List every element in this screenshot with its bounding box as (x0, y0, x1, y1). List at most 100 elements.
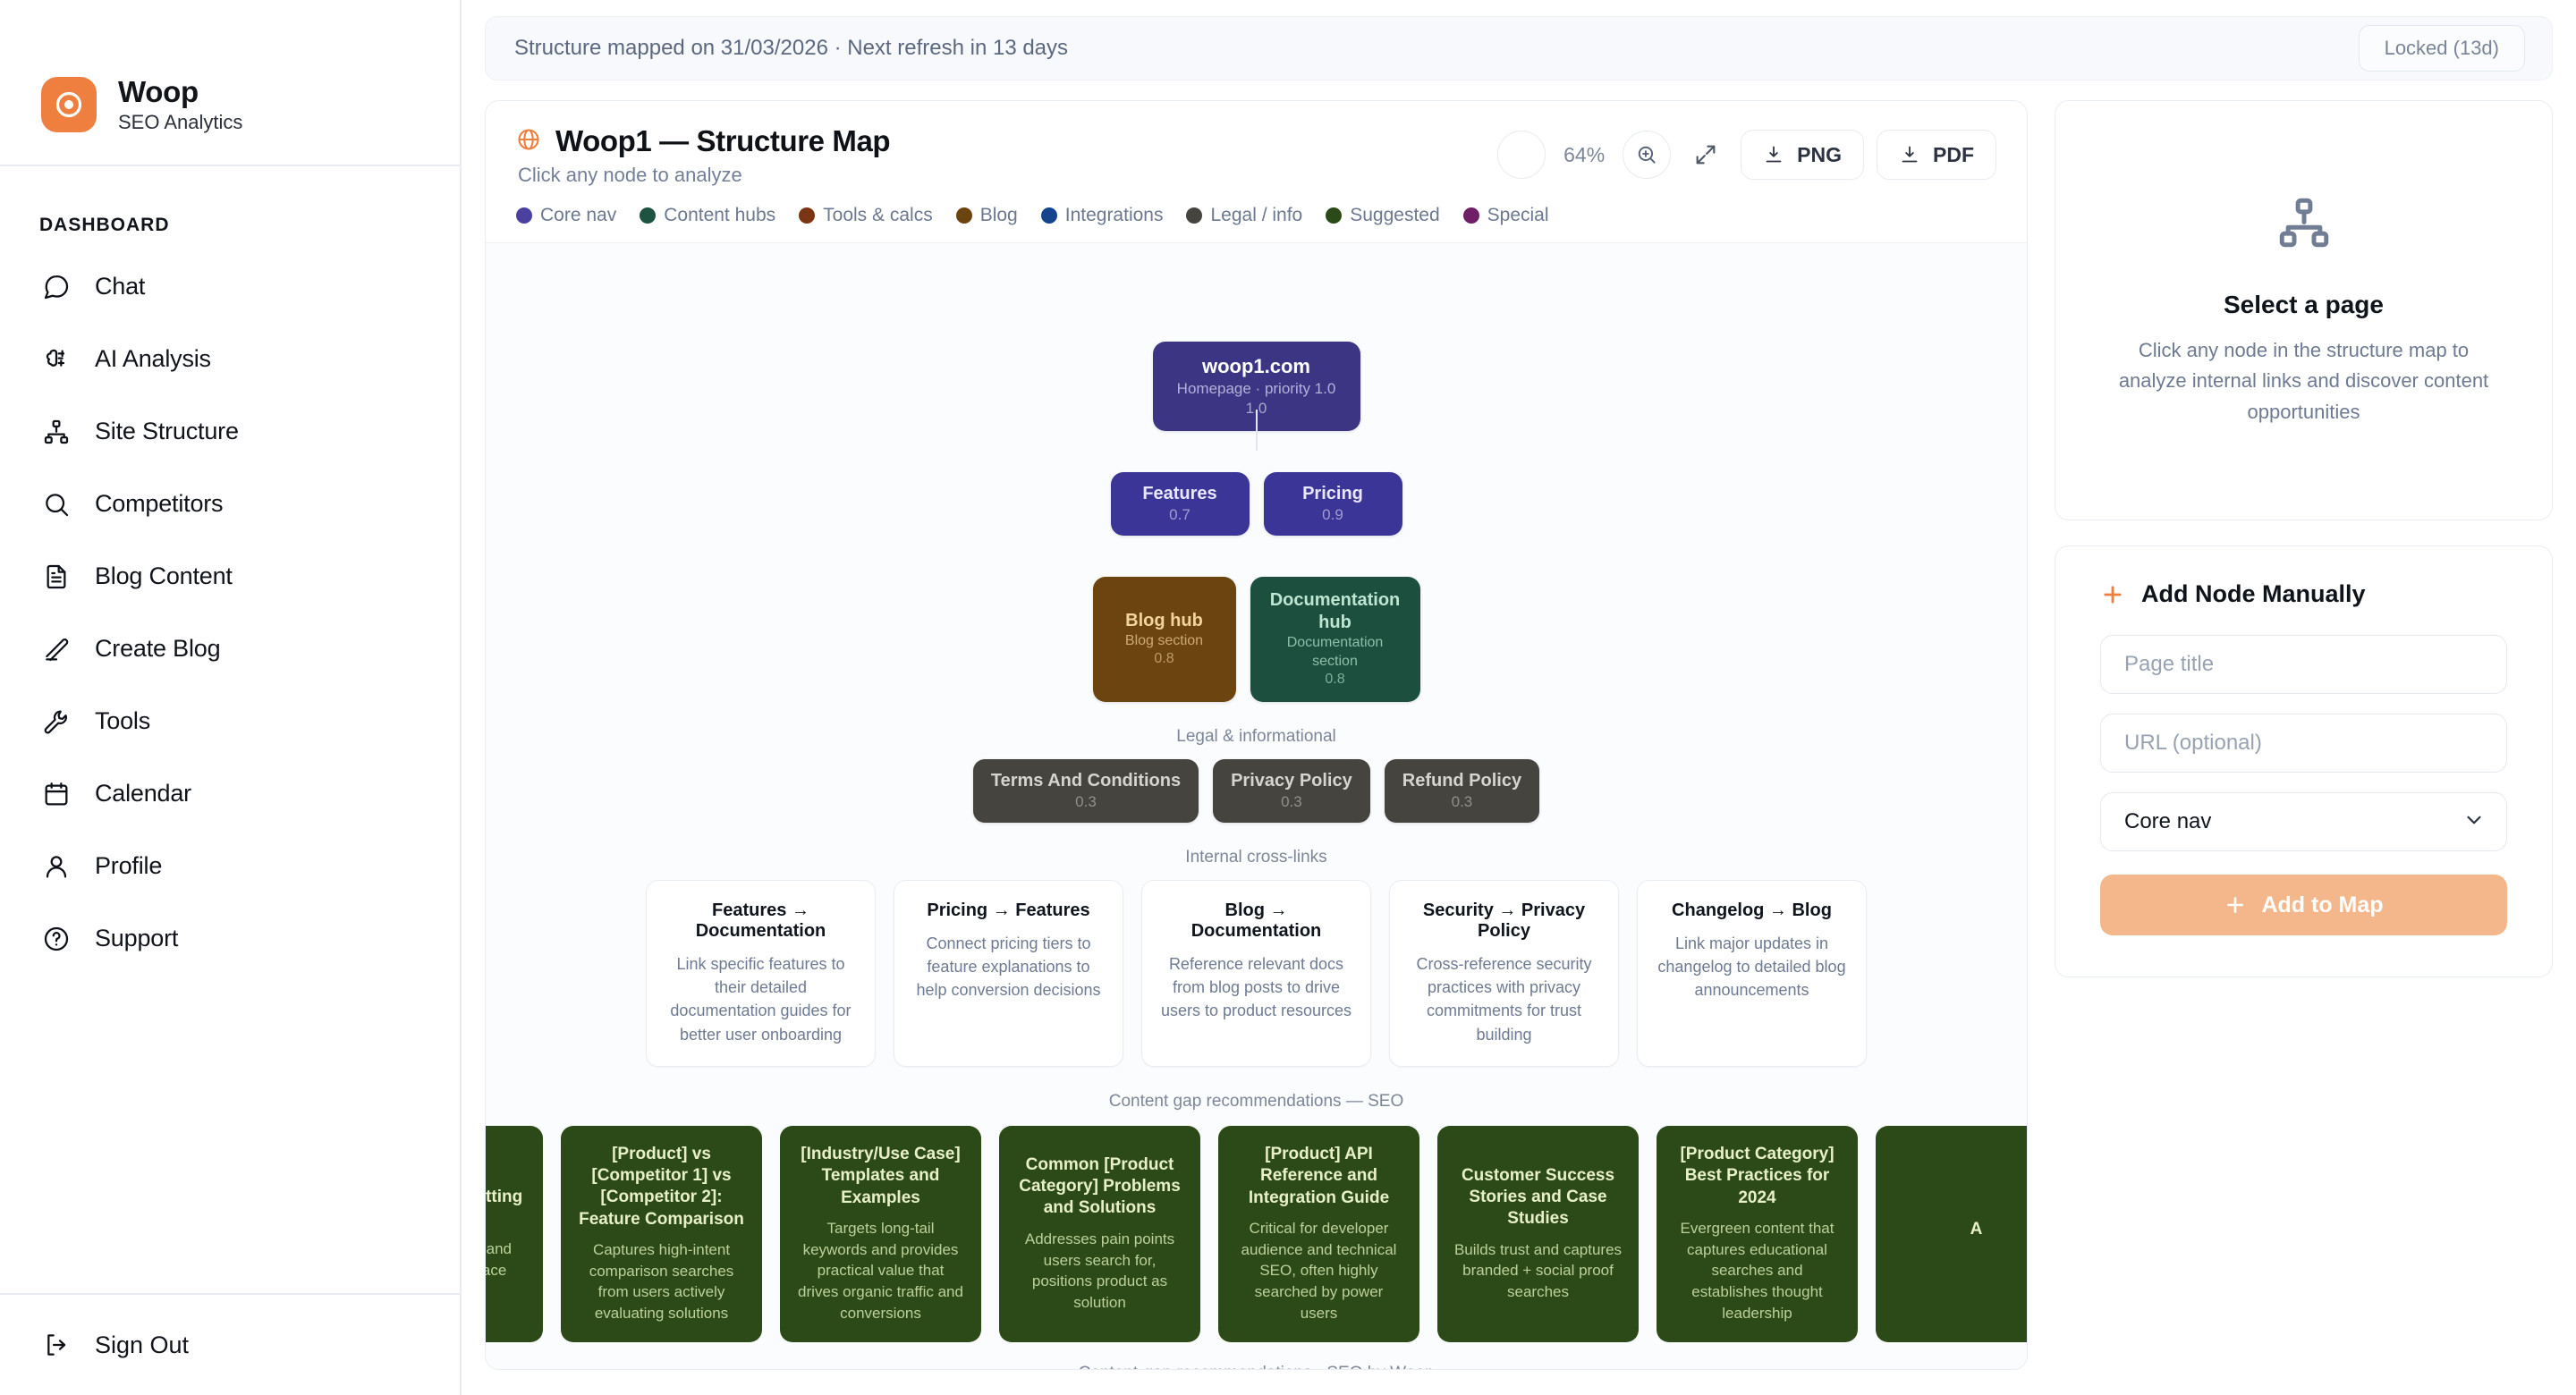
gap-title: A (1970, 1219, 1983, 1239)
sidebar-item-label: Tools (95, 707, 151, 734)
sidebar-item-profile[interactable]: Profile (0, 830, 460, 902)
node-refund-policy[interactable]: Refund Policy 0.3 (1384, 759, 1540, 824)
expand-icon[interactable] (1683, 132, 1728, 177)
content-gap-card[interactable]: Customer Success Stories and Case Studie… (1437, 1125, 1639, 1343)
sidebar-item-tools[interactable]: Tools (0, 685, 460, 757)
sidebar-item-create-blog[interactable]: Create Blog (0, 613, 460, 685)
right-panel: Select a page Click any node in the stru… (2055, 100, 2553, 1395)
zoom-out-icon[interactable] (1497, 131, 1546, 179)
gap-title: to [Product] Getting Started (486, 1187, 523, 1206)
content-gap-card[interactable]: A (1876, 1125, 2027, 1343)
user-icon (41, 851, 72, 882)
map-controls: 64% PNG (1497, 124, 1996, 180)
node-terms-and-conditions[interactable]: Terms And Conditions 0.3 (972, 759, 1199, 824)
logout-icon (41, 1330, 72, 1360)
sidebar-item-competitors[interactable]: Competitors (0, 468, 460, 540)
crosslink-title: Security → Privacy Policy (1422, 900, 1586, 942)
sidebar-item-support[interactable]: Support (0, 902, 460, 975)
url-input[interactable] (2100, 714, 2507, 773)
content-gap-card[interactable]: [Industry/Use Case] Templates and Exampl… (780, 1125, 981, 1343)
legend-label: Integrations (1064, 205, 1164, 225)
brand-subtitle: SEO Analytics (118, 111, 243, 133)
node-score: 0.3 (1075, 793, 1097, 811)
legend-dot-icon (1186, 207, 1203, 224)
node-pricing[interactable]: Pricing 0.9 (1263, 471, 1402, 536)
legend-label: Blog (979, 205, 1018, 225)
node-documentation-hub[interactable]: Documentation hub Documentation section … (1250, 576, 1420, 703)
crosslink-card[interactable]: Changelog → Blog Link major updates in c… (1637, 880, 1867, 1067)
crosslink-card[interactable]: Features → Documentation Link specific f… (646, 880, 876, 1067)
legend-label: Legal / info (1210, 205, 1303, 225)
add-node-header: Add Node Manually (2100, 580, 2507, 608)
sidebar-item-label: Create Blog (95, 635, 221, 662)
crosslink-title: Features → Documentation (695, 900, 826, 942)
sidebar-spacer (0, 975, 460, 1293)
content-gap-card[interactable]: to [Product] Getting Started to capture … (486, 1125, 543, 1343)
node-score: 0.8 (1154, 651, 1174, 667)
sign-out-label: Sign Out (95, 1331, 190, 1358)
document-icon (41, 562, 72, 592)
crosslink-card[interactable]: Security → Privacy Policy Cross-referenc… (1389, 880, 1619, 1067)
app-logo (41, 77, 97, 132)
node-blog-hub[interactable]: Blog hub Blog section 0.8 (1092, 576, 1236, 703)
structure-map-card: Woop1 — Structure Map Click any node to … (485, 100, 2028, 1370)
crosslink-card[interactable]: Pricing → Features Connect pricing tiers… (894, 880, 1123, 1067)
map-canvas[interactable]: woop1.com Homepage · priority 1.0 1.0 Fe… (486, 242, 2027, 1369)
node-score: 0.9 (1322, 505, 1343, 523)
sidebar-item-calendar[interactable]: Calendar (0, 757, 460, 830)
node-features[interactable]: Features 0.7 (1110, 471, 1250, 536)
crosslinks-caption: Internal cross-links (1185, 848, 1327, 867)
gap-desc: Critical for developer audience and tech… (1241, 1219, 1397, 1323)
map-footer-caption: Content-gap recommendations - SEO by Woo… (1079, 1364, 1435, 1369)
node-score: 0.3 (1451, 793, 1473, 811)
legend-item-special: Special (1462, 205, 1549, 226)
legend-item-tools-calcs: Tools & calcs (799, 205, 933, 226)
zoom-in-icon[interactable] (1623, 131, 1672, 179)
sitemap-icon (2275, 193, 2334, 257)
status-text: Structure mapped on 31/03/2026 · Next re… (514, 36, 1069, 60)
node-score: 0.8 (1325, 672, 1345, 688)
sidebar-item-label: Blog Content (95, 562, 233, 589)
crosslink-desc: Link specific features to their detailed… (670, 955, 852, 1044)
sidebar-item-ai-analysis[interactable]: AI Analysis (0, 323, 460, 395)
sidebar: Woop SEO Analytics DASHBOARD Chat AI Ana… (0, 0, 462, 1395)
node-title: Terms And Conditions (990, 771, 1182, 791)
locked-badge[interactable]: Locked (13d) (2358, 25, 2525, 72)
content-gap-card[interactable]: [Product] vs [Competitor 1] vs [Competit… (561, 1125, 762, 1343)
content-gap-card[interactable]: [Product Category] Best Practices for 20… (1657, 1125, 1858, 1343)
pdf-label: PDF (1933, 142, 1974, 166)
legend-item-suggested: Suggested (1326, 205, 1440, 226)
legend-dot-icon (1462, 207, 1479, 224)
sidebar-item-site-structure[interactable]: Site Structure (0, 395, 460, 468)
sidebar-item-label: AI Analysis (95, 345, 211, 372)
legal-caption: Legal & informational (1176, 727, 1336, 747)
category-select-wrapper: Core nav (2100, 792, 2507, 851)
main-content: Structure mapped on 31/03/2026 · Next re… (462, 0, 2576, 1395)
legend-label: Core nav (540, 205, 617, 225)
legend-item-core-nav: Core nav (516, 205, 616, 226)
content-gap-card[interactable]: Common [Product Category] Problems and S… (999, 1125, 1200, 1343)
sidebar-item-label: Site Structure (95, 418, 239, 444)
download-png-button[interactable]: PNG (1741, 130, 1864, 180)
page-title-input[interactable] (2100, 635, 2507, 694)
category-select[interactable]: Core nav (2100, 792, 2507, 851)
add-to-map-label: Add to Map (2261, 892, 2384, 917)
crosslink-title: Blog → Documentation (1191, 900, 1322, 942)
download-icon (1899, 144, 1920, 165)
download-icon (1763, 144, 1784, 165)
sidebar-item-blog-content[interactable]: Blog Content (0, 540, 460, 613)
download-pdf-button[interactable]: PDF (1877, 130, 1996, 180)
tree-level-2: Features 0.7 Pricing 0.9 (1110, 471, 1402, 536)
gap-title: [Product] API Reference and Integration … (1248, 1144, 1390, 1207)
content-gap-card[interactable]: [Product] API Reference and Integration … (1218, 1125, 1419, 1343)
crosslink-card[interactable]: Blog → Documentation Reference relevant … (1141, 880, 1371, 1067)
node-privacy-policy[interactable]: Privacy Policy 0.3 (1213, 759, 1370, 824)
sidebar-item-chat[interactable]: Chat (0, 250, 460, 323)
add-to-map-button[interactable]: Add to Map (2100, 875, 2507, 935)
chat-bubble-icon (41, 272, 72, 302)
crosslink-desc: Cross-reference security practices with … (1416, 955, 1592, 1044)
sign-out-button[interactable]: Sign Out (0, 1295, 460, 1395)
page-title: Woop1 — Structure Map (555, 124, 891, 157)
plus-icon (2100, 582, 2125, 607)
legend-item-legal-info: Legal / info (1186, 205, 1302, 226)
